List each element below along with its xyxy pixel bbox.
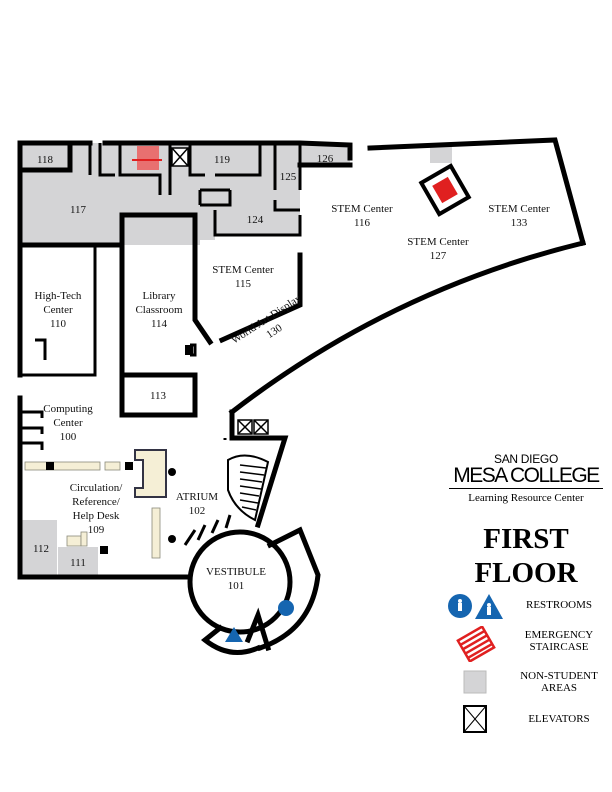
- room-101-name: VESTIBULE: [206, 566, 266, 578]
- elevator-icon: [171, 147, 269, 435]
- room-109-name-2: Reference/: [72, 496, 121, 508]
- legend-label-line-2: AREAS: [540, 682, 578, 694]
- room-133-number: 133: [511, 217, 528, 229]
- room-109-name-1: Circulation/: [70, 482, 123, 494]
- emergency-staircase-icon: [132, 146, 472, 217]
- atrium-staircase: [227, 454, 270, 522]
- restroom-icon: [225, 600, 294, 642]
- room-124: 124: [247, 214, 264, 226]
- room-116-name: STEM Center: [331, 203, 393, 215]
- legend-non-student-areas: NON-STUDENT AREAS: [446, 668, 612, 708]
- room-133-name: STEM Center: [488, 203, 550, 215]
- elevator-icon: [463, 705, 487, 733]
- legend-label-line-2: STAIRCASE: [529, 641, 589, 653]
- room-113: 113: [150, 390, 167, 402]
- legend-label-line-1: EMERGENCY: [524, 629, 594, 641]
- logo-line-1: SAN DIEGO: [494, 452, 558, 466]
- room-116-number: 116: [354, 217, 371, 229]
- college-logo: SAN DIEGO MESA COLLEGE Learning Resource…: [440, 452, 612, 590]
- room-117: 117: [70, 204, 87, 216]
- room-110-name-2: Center: [43, 304, 73, 316]
- room-109-name-3: Help Desk: [73, 510, 120, 522]
- room-102-number: 102: [189, 505, 206, 517]
- legend-label: EMERGENCY STAIRCASE: [504, 629, 612, 653]
- room-100-number: 100: [60, 431, 77, 443]
- legend-emergency-staircase: EMERGENCY STAIRCASE: [446, 626, 612, 666]
- room-100-name-2: Center: [53, 417, 83, 429]
- logo-line-3: Learning Resource Center: [468, 492, 584, 504]
- legend-label: ELEVATORS: [528, 713, 590, 725]
- logo-line-2: MESA COLLEGE: [449, 465, 603, 489]
- room-130-name: World Art Display: [229, 292, 304, 346]
- emergency-staircase-icon: [456, 626, 496, 662]
- floor-title-line-2: FLOOR: [474, 557, 578, 589]
- non-student-area-swatch: [463, 670, 487, 694]
- floor-title: FIRST FLOOR: [440, 522, 612, 590]
- room-110-number: 110: [50, 318, 67, 330]
- room-102-name: ATRIUM: [176, 491, 218, 503]
- room-114-name-1: Library: [143, 290, 176, 302]
- room-112: 112: [33, 543, 49, 555]
- room-109-number: 109: [88, 524, 105, 536]
- room-115-name: STEM Center: [212, 264, 274, 276]
- room-111: 111: [70, 557, 86, 569]
- room-119: 119: [214, 154, 231, 166]
- circulation-desk: [24, 449, 167, 559]
- room-110-name-1: High-Tech: [35, 290, 82, 302]
- floor-title-line-1: FIRST: [483, 523, 569, 555]
- computer-stations: [20, 410, 44, 450]
- room-127-name: STEM Center: [407, 236, 469, 248]
- room-125: 125: [280, 171, 297, 183]
- vestibule-wall: [187, 529, 293, 635]
- room-100-name-1: Computing: [43, 403, 93, 415]
- restroom-icon: [448, 594, 503, 619]
- legend-restrooms: RESTROOMS: [446, 592, 612, 632]
- room-118: 118: [37, 154, 54, 166]
- walls: [17, 137, 587, 655]
- room-114-number: 114: [151, 318, 168, 330]
- room-127-number: 127: [430, 250, 447, 262]
- legend-label-line-1: NON-STUDENT: [520, 670, 598, 682]
- legend-label: RESTROOMS: [525, 599, 593, 611]
- columns: [46, 345, 193, 554]
- room-126: 126: [317, 153, 334, 165]
- room-115-number: 115: [235, 278, 252, 290]
- legend-label: NON-STUDENT AREAS: [504, 670, 612, 694]
- room-101-number: 101: [228, 580, 245, 592]
- room-114-name-2: Classroom: [135, 304, 183, 316]
- legend-elevators: ELEVATORS: [446, 704, 612, 744]
